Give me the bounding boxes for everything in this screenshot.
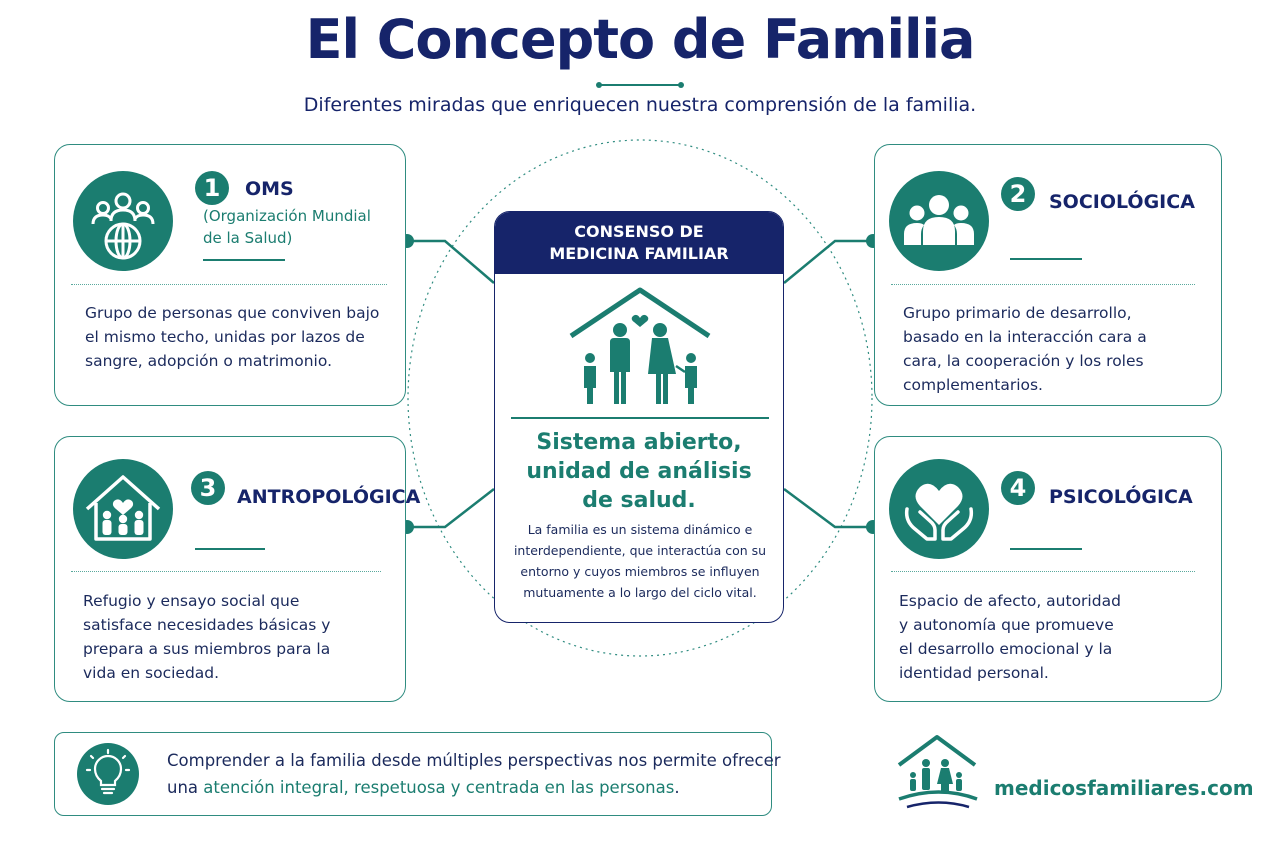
badge-number: 2: [1001, 177, 1035, 211]
center-divider: [511, 417, 769, 419]
badge-number: 4: [1001, 471, 1035, 505]
center-description: La familia es un sistema dinámico e inte…: [513, 522, 767, 600]
footer-line-2-end: .: [674, 778, 680, 797]
card-antropologica: 3 ANTROPOLÓGICA Refugio y ensayo social …: [54, 436, 420, 702]
center-card-consenso: CONSENSO DE MEDICINA FAMILIAR Sistema ab…: [494, 211, 784, 623]
card-description: Refugio y ensayo social que satisface ne…: [83, 592, 331, 682]
card-description: Grupo de personas que conviven bajo el m…: [85, 304, 380, 370]
heart-hands-icon: [889, 459, 989, 559]
badge-number: 3: [191, 471, 225, 505]
page-title: El Concepto de Familia: [305, 8, 976, 71]
title-divider: [596, 82, 684, 88]
dotted-divider: [71, 284, 387, 285]
group-people-icon: [889, 171, 989, 271]
dotted-divider: [891, 284, 1195, 285]
dotted-divider: [891, 571, 1195, 572]
card-subtitle: (Organización Mundial de la Salud): [203, 207, 371, 247]
title-underline: [195, 548, 265, 550]
brand-name[interactable]: medicosfamiliares.com: [994, 776, 1254, 800]
family-house-logo-icon: [897, 735, 978, 809]
footer-highlight: atención integral, respetuosa y centrada…: [203, 778, 675, 797]
card-oms: 1 OMS (Organización Mundial de la Salud)…: [54, 144, 406, 406]
title-underline: [1010, 258, 1082, 260]
center-header-line: CONSENSO DE: [574, 222, 704, 241]
footer-line-2-start: una: [167, 778, 204, 797]
center-header-line: MEDICINA FAMILIAR: [549, 244, 729, 263]
card-description: Espacio de afecto, autoridad y autonomía…: [899, 592, 1121, 682]
footer-text: Comprender a la familia desde múltiples …: [167, 747, 781, 801]
page-subtitle: Diferentes miradas que enriquecen nuestr…: [303, 94, 977, 116]
center-title: Sistema abierto, unidad de análisis de s…: [495, 428, 783, 515]
card-psicologica: 4 PSICOLÓGICA Espacio de afecto, autorid…: [874, 436, 1222, 702]
card-title: SOCIOLÓGICA: [1049, 191, 1195, 213]
center-title-line: de salud.: [582, 488, 696, 513]
people-globe-icon: [73, 171, 173, 271]
badge-number: 1: [195, 171, 229, 205]
card-title: ANTROPOLÓGICA: [237, 486, 421, 508]
dotted-divider: [71, 571, 381, 572]
card-description: Grupo primario de desarrollo, basado en …: [903, 304, 1147, 394]
card-title: OMS: [245, 178, 294, 200]
card-title: PSICOLÓGICA: [1049, 486, 1193, 508]
title-underline: [1010, 548, 1082, 550]
lightbulb-icon: [77, 743, 139, 805]
center-header: CONSENSO DE MEDICINA FAMILIAR: [495, 212, 783, 274]
title-underline: [203, 259, 285, 261]
house-family-icon: [73, 459, 173, 559]
center-title-line: Sistema abierto,: [536, 430, 742, 455]
family-house-icon: [569, 287, 711, 404]
footer-message-box: Comprender a la familia desde múltiples …: [54, 732, 781, 816]
footer-line-1: Comprender a la familia desde múltiples …: [167, 751, 781, 770]
card-sociologica: 2 SOCIOLÓGICA Grupo primario de desarrol…: [874, 144, 1222, 406]
center-title-line: unidad de análisis: [526, 459, 752, 484]
